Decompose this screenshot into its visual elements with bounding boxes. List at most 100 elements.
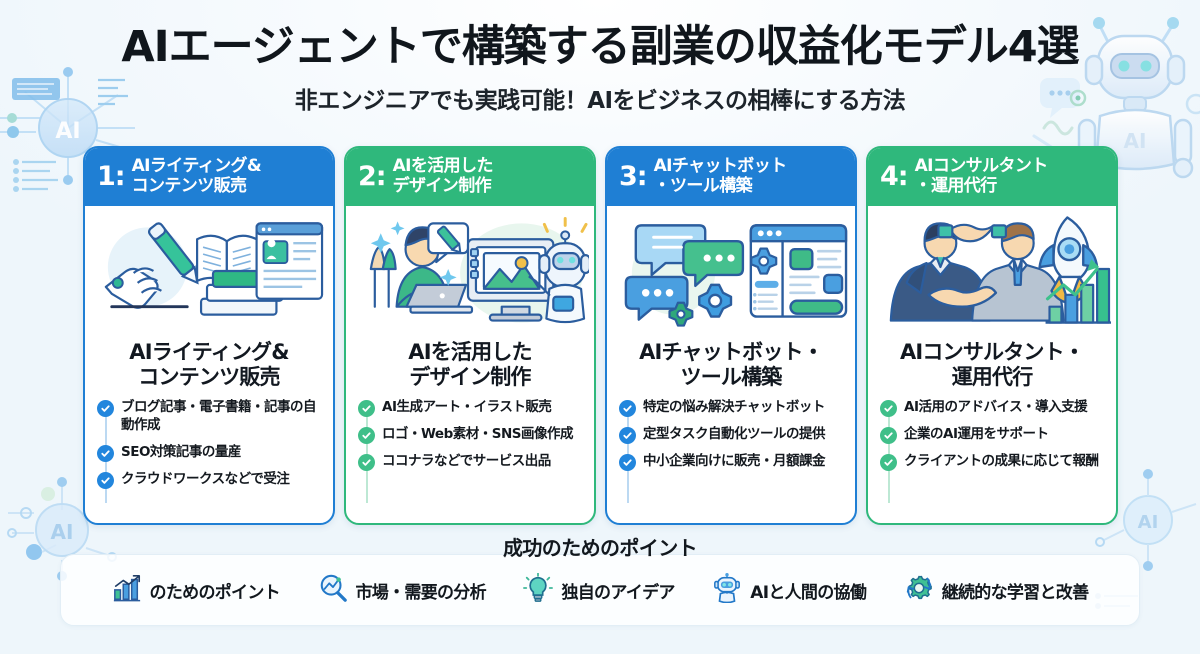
card-bullets-2: AI生成アート・イラスト販売 ロゴ・Web素材・SNS画像作成 ココナラなどでサ… (346, 399, 594, 523)
bullet-label: ロゴ・Web素材・SNS画像作成 (382, 426, 573, 443)
card-title-1: AIライティング& コンテンツ販売 (91, 340, 327, 390)
model-card-list: 1: AIライティング& コンテンツ販売 (83, 146, 1118, 525)
card-number-1: 1: (97, 161, 126, 192)
bullet-label: ココナラなどでサービス出品 (382, 453, 551, 470)
footer-item-1[interactable]: のためのポイント (112, 573, 281, 607)
card-header-line1-2: AIを活用した (392, 155, 494, 176)
card-bullets-1: ブログ記事・電子書籍・記事の自動作成 SEO対策記事の量産 クラウドワークスなど… (85, 399, 333, 523)
card-header-title-1: AIライティング& コンテンツ販売 (131, 155, 262, 196)
card-illustration-3 (612, 210, 850, 330)
card-title-line1-1: AIライティング& (129, 340, 289, 364)
bullet-label: AI活用のアドバイス・導入支援 (904, 399, 1088, 416)
model-card-2[interactable]: 2: AIを活用した デザイン制作 (344, 146, 596, 525)
card-header-4: 4: AIコンサルタント ・運用代行 (868, 148, 1116, 206)
card-header-line2-3: ・ツール構築 (653, 175, 753, 196)
bullet-item: 定型タスク自動化ツールの提供 (619, 426, 845, 445)
footer-item-label: AIと人間の協働 (750, 582, 867, 603)
lightbulb-idea-icon (523, 572, 554, 607)
check-circle-icon (619, 400, 636, 418)
success-points-section: 成功のためのポイント のためのポイント (60, 536, 1140, 626)
card-bullets-4: AI活用のアドバイス・導入支援 企業のAI運用をサポート クライアントの成果に応… (868, 399, 1116, 523)
footer-item-list: のためのポイント 市場・需要の分析 (60, 554, 1140, 626)
bullet-label: 中小企業向けに販売・月額課金 (643, 453, 826, 470)
bullet-label: SEO対策記事の量産 (121, 444, 241, 460)
card-number-4: 4: (880, 161, 909, 192)
bullet-item: 特定の悩み解決チャットボット (619, 399, 845, 418)
card-title-line2-3: ツール構築 (680, 365, 783, 390)
bullet-item: AI生成アート・イラスト販売 (358, 399, 584, 418)
model-card-4[interactable]: 4: AIコンサルタント ・運用代行 (866, 146, 1118, 525)
card-title-2: AIを活用した デザイン制作 (352, 340, 588, 390)
svg-text:AI: AI (1138, 512, 1159, 533)
bullet-label: クラウドワークスなどで受注 (121, 471, 290, 487)
card-number-2: 2: (358, 161, 387, 192)
check-circle-icon (619, 427, 636, 445)
robot-head-icon (712, 573, 742, 607)
check-circle-icon (358, 427, 375, 445)
bullet-label: 定型タスク自動化ツールの提供 (643, 426, 826, 443)
check-circle-icon (880, 400, 897, 418)
card-title-line1-3: AIチャットボット・ (639, 340, 824, 364)
check-circle-icon (358, 454, 375, 472)
check-circle-icon (97, 400, 114, 418)
bullet-label: ブログ記事・電子書籍・記事の自動作成 (121, 399, 317, 434)
bullet-item: クライアントの成果に応じて報酬 (880, 453, 1106, 472)
card-illustration-2 (351, 210, 589, 330)
card-header-line2-1: コンテンツ販売 (131, 175, 247, 196)
card-title-line2-1: コンテンツ販売 (138, 365, 280, 390)
card-illustration-4 (873, 210, 1111, 330)
gear-refresh-icon (904, 573, 934, 607)
check-circle-icon (97, 472, 114, 489)
card-title-line2-4: 運用代行 (951, 365, 1034, 390)
page-subtitle: 非エンジニアでも実践可能！AIをビジネスの相棒にする方法 (294, 88, 906, 115)
footer-item-3[interactable]: 独自のアイデア (523, 572, 675, 607)
card-title-4: AIコンサルタント・ 運用代行 (874, 340, 1110, 390)
page-title: AIエージェントで構築する副業の収益化モデル4選 (121, 22, 1079, 72)
model-card-1[interactable]: 1: AIライティング& コンテンツ販売 (83, 146, 335, 525)
card-header-title-4: AIコンサルタント ・運用代行 (914, 155, 1049, 196)
bullet-label: クライアントの成果に応じて報酬 (904, 453, 1099, 470)
bullet-label: 特定の悩み解決チャットボット (643, 399, 825, 416)
footer-item-label: のためのポイント (149, 582, 281, 603)
card-header-line1-4: AIコンサルタント (914, 155, 1049, 176)
card-header-line2-2: デザイン制作 (392, 175, 492, 196)
bar-chart-growth-icon (112, 573, 142, 607)
svg-text:AI: AI (1124, 129, 1147, 153)
bullet-item: ブログ記事・電子書籍・記事の自動作成 (97, 399, 323, 435)
card-number-3: 3: (619, 161, 648, 192)
card-title-line2-2: デザイン制作 (409, 365, 531, 390)
footer-item-2[interactable]: 市場・需要の分析 (318, 573, 487, 607)
check-circle-icon (358, 400, 375, 418)
card-header-title-2: AIを活用した デザイン制作 (392, 155, 494, 196)
check-circle-icon (97, 445, 114, 462)
bullet-item: ロゴ・Web素材・SNS画像作成 (358, 426, 584, 445)
card-header-2: 2: AIを活用した デザイン制作 (346, 148, 594, 206)
card-illustration-1 (90, 210, 328, 330)
card-title-3: AIチャットボット・ ツール構築 (613, 340, 849, 390)
footer-heading: 成功のためのポイント (503, 536, 698, 560)
footer-panel (60, 554, 1140, 626)
card-header-line1-3: AIチャットボット (653, 155, 788, 176)
bullet-item: 中小企業向けに販売・月額課金 (619, 453, 845, 472)
check-circle-icon (619, 454, 636, 472)
check-circle-icon (880, 454, 897, 472)
check-circle-icon (880, 427, 897, 445)
card-header-title-3: AIチャットボット ・ツール構築 (653, 155, 788, 196)
poster-header: AIエージェントで構築する副業の収益化モデル4選 非エンジニアでも実践可能！AI… (0, 24, 1200, 115)
footer-item-label: 市場・需要の分析 (355, 582, 487, 603)
footer-item-5[interactable]: 継続的な学習と改善 (904, 573, 1089, 607)
bullet-item: クラウドワークスなどで受注 (97, 471, 323, 489)
bullet-label: 企業のAI運用をサポート (904, 426, 1049, 443)
bullet-item: SEO対策記事の量産 (97, 444, 323, 462)
svg-text:AI: AI (55, 119, 80, 144)
card-header-3: 3: AIチャットボット ・ツール構築 (607, 148, 855, 206)
model-card-3[interactable]: 3: AIチャットボット ・ツール構築 (605, 146, 857, 525)
bullet-item: 企業のAI運用をサポート (880, 426, 1106, 445)
card-title-line1-2: AIを活用した (408, 340, 532, 364)
card-header-1: 1: AIライティング& コンテンツ販売 (85, 148, 333, 206)
card-bullets-3: 特定の悩み解決チャットボット 定型タスク自動化ツールの提供 中小企業向けに販売・… (607, 399, 855, 523)
bullet-label: AI生成アート・イラスト販売 (382, 399, 552, 416)
card-header-line1-1: AIライティング& (131, 155, 262, 176)
footer-item-4[interactable]: AIと人間の協働 (712, 573, 867, 607)
